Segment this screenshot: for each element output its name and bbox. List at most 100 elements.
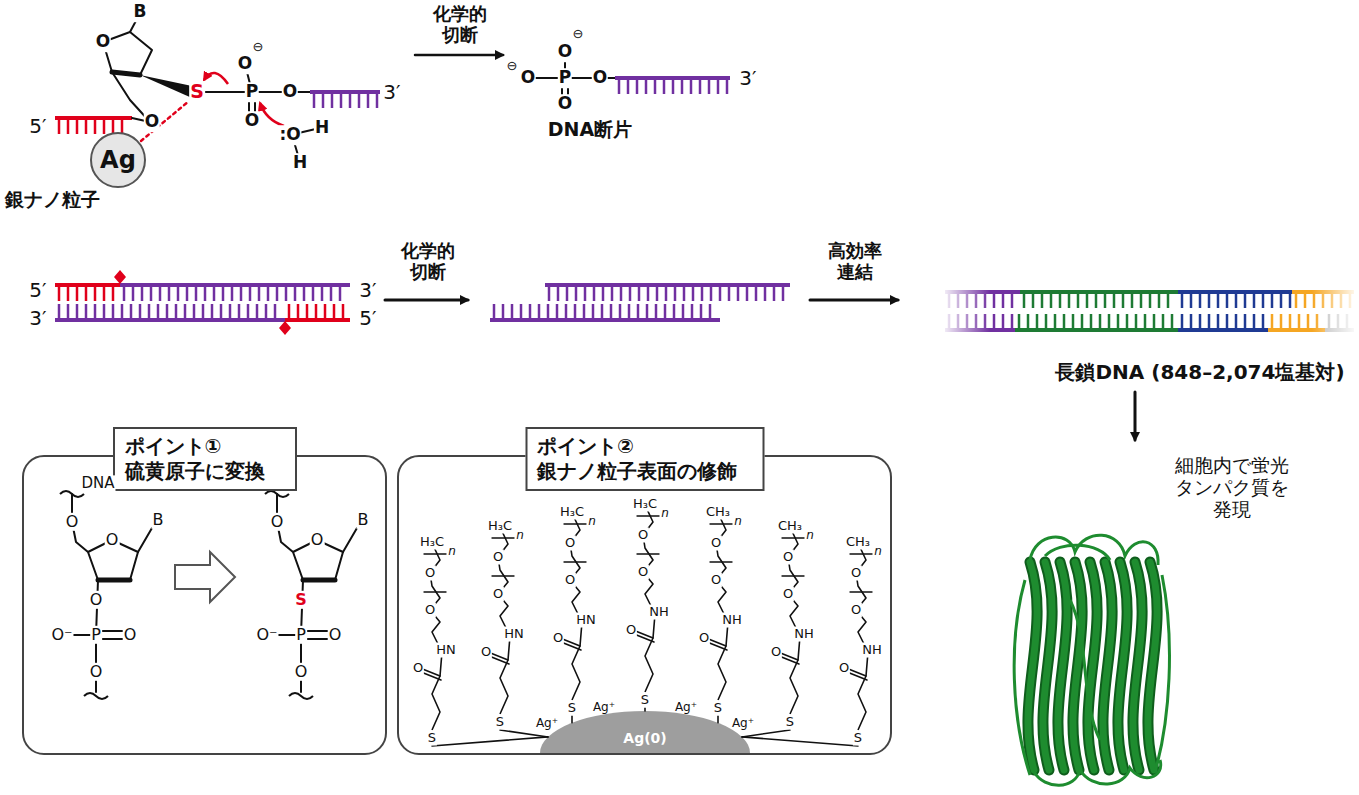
dna-base xyxy=(647,285,650,301)
dna-base xyxy=(315,304,318,320)
dna-base xyxy=(175,304,178,320)
dna-base xyxy=(76,304,79,320)
dna-base xyxy=(367,92,370,108)
atom-label: NH xyxy=(793,627,815,642)
dna-base xyxy=(1295,292,1298,308)
dna-base xyxy=(249,285,252,301)
dna-base xyxy=(1199,292,1202,308)
atom-label: HN xyxy=(575,613,597,628)
dna-base xyxy=(726,78,729,94)
gfp-strand xyxy=(1058,562,1067,770)
dna-base xyxy=(1298,314,1301,330)
annotation-text: 化学的 切断 xyxy=(427,4,493,45)
atom-label: O xyxy=(850,603,862,618)
dna-strand xyxy=(490,318,720,322)
thiolate-bond xyxy=(432,737,548,746)
dna-base xyxy=(646,304,649,320)
dna-base xyxy=(1090,314,1093,330)
dna-base xyxy=(1041,292,1044,308)
dna-strand xyxy=(55,318,285,322)
atom-label: O xyxy=(770,645,782,660)
dna-base xyxy=(85,304,88,320)
dna-base xyxy=(691,304,694,320)
dna-base xyxy=(1027,314,1030,330)
atom-label: O xyxy=(424,603,436,618)
dna-base xyxy=(1011,314,1014,330)
dna-base xyxy=(993,292,996,308)
dna-base xyxy=(773,285,776,301)
hollow-arrow xyxy=(175,552,235,602)
atom-label: HN xyxy=(435,643,457,658)
atom-label: O xyxy=(412,661,424,676)
silver-core xyxy=(540,711,750,753)
dna-base xyxy=(159,285,162,301)
atom-label: P xyxy=(90,626,102,644)
gfp-loop xyxy=(1045,545,1110,560)
dna-base xyxy=(324,304,327,320)
atom-label: DNA断片 xyxy=(547,119,633,141)
dna-base xyxy=(1140,292,1143,308)
dna-base xyxy=(1235,314,1238,330)
dna-base xyxy=(1032,292,1035,308)
atom-label: O⁻ xyxy=(255,626,278,644)
dna-base xyxy=(1217,292,1220,308)
dna-base xyxy=(602,285,605,301)
dna-base xyxy=(755,285,758,301)
dna-base xyxy=(710,285,713,301)
atom-label: P xyxy=(295,626,307,644)
dna-base xyxy=(672,78,675,94)
atom-label: H xyxy=(314,118,330,138)
atom-label: ⊖ xyxy=(252,40,265,55)
atom-label: O xyxy=(328,626,343,644)
gfp-strand xyxy=(1148,562,1157,770)
dna-base xyxy=(58,118,61,134)
dna-base xyxy=(1059,292,1062,308)
dna-base xyxy=(708,78,711,94)
dna-base xyxy=(1262,314,1265,330)
repeat-bracket xyxy=(782,537,804,538)
dna-base xyxy=(211,304,214,320)
dna-base xyxy=(1289,292,1292,308)
repeat-bracket xyxy=(492,575,514,576)
annotation-text: 高効率 連結 xyxy=(822,241,888,282)
atom-label: O xyxy=(850,566,862,581)
gfp-strand xyxy=(1058,562,1067,770)
dna-base xyxy=(130,304,133,320)
dna-base xyxy=(628,304,631,320)
dna-base xyxy=(1108,314,1111,330)
wedge-bond xyxy=(140,75,192,98)
dna-base xyxy=(1162,314,1165,330)
atom-label: H₃C xyxy=(632,497,658,512)
repeat-bracket xyxy=(424,553,446,554)
dna-base xyxy=(737,285,740,301)
sugar-ring xyxy=(98,578,130,583)
dna-base xyxy=(157,304,160,320)
atom-label: 長鎖DNA (848–2,074塩基対) xyxy=(1054,361,1345,384)
dna-base xyxy=(636,78,639,94)
dna-base xyxy=(692,285,695,301)
node-text: Ag xyxy=(100,146,136,174)
dna-base xyxy=(1253,314,1256,330)
atom-label: P xyxy=(245,82,259,102)
repeat-bracket xyxy=(492,537,514,538)
gfp-strand xyxy=(1043,562,1052,770)
dna-base xyxy=(112,285,115,301)
dna-base xyxy=(103,118,106,134)
repeat-bracket xyxy=(424,591,446,592)
dna-base xyxy=(1072,314,1075,330)
atom-label: NH xyxy=(721,613,743,628)
dna-base xyxy=(1135,314,1138,330)
dna-base xyxy=(76,285,79,301)
annotation-text: 化学的 切断 xyxy=(395,241,461,282)
atom-label: O xyxy=(492,587,504,602)
atom-label: NH xyxy=(861,643,883,658)
dna-base xyxy=(1104,292,1107,308)
repeat-bracket xyxy=(850,591,872,592)
dna-base xyxy=(330,285,333,301)
atom-label: O xyxy=(838,661,850,676)
repeat-bracket xyxy=(782,575,804,576)
dna-base xyxy=(654,78,657,94)
atom-label: O xyxy=(294,663,309,681)
dna-base xyxy=(638,285,641,301)
atom-label: O xyxy=(480,645,492,660)
